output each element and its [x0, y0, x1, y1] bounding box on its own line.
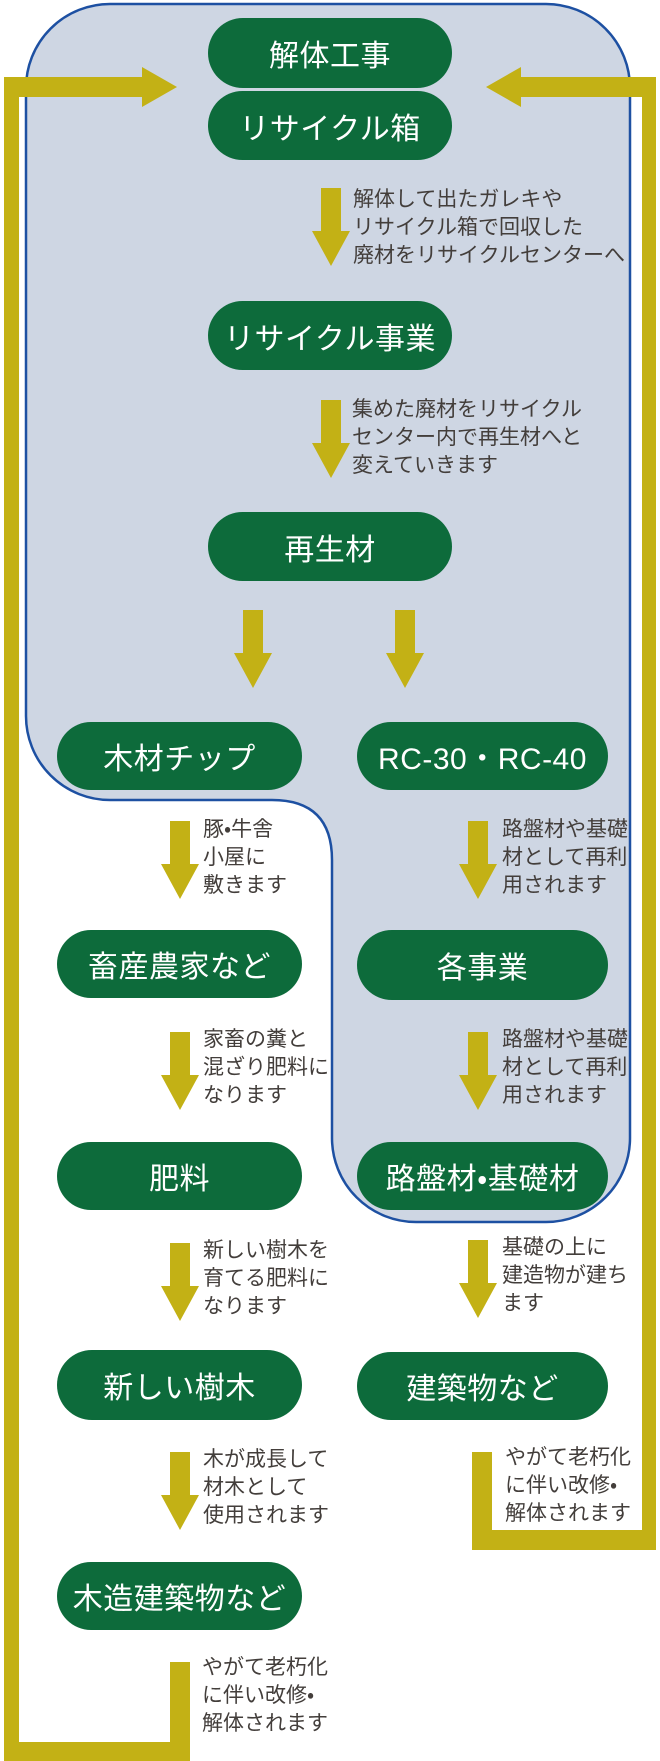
- edge-label-line: 建造物が建ち: [502, 1264, 628, 1287]
- edge-label-line: 材として再利: [502, 846, 628, 869]
- arrow-down-material-to-rc: [386, 610, 424, 688]
- edge-label-line: に伴い改修・: [505, 1474, 618, 1497]
- edge-label-to-recycled-material: 集めた廃材をリサイクル センター内で再生材へと 変えていきます: [352, 396, 582, 480]
- edge-label-to-roadbed-foundation: 路盤材や基礎 材として再利 用されます: [502, 1026, 628, 1110]
- edge-label-line: 基礎の上に: [502, 1236, 607, 1259]
- edge-label-line: やがて老朽化: [202, 1656, 328, 1679]
- edge-label-line: 用されます: [502, 1084, 607, 1107]
- edge-label-line: 小屋に: [203, 846, 266, 869]
- edge-label-line: 廃材をリサイクルセンターへ: [353, 244, 625, 267]
- arrow-down-woodchips-to-livestock: [161, 821, 199, 899]
- edge-label-line: センター内で再生材へと: [352, 426, 582, 449]
- node-roadbed-foundation: 路盤材・基礎材: [357, 1142, 608, 1210]
- edge-label-line: 新しい樹木を: [203, 1239, 329, 1262]
- edge-label-line: 木が成長して: [203, 1448, 329, 1471]
- edge-label-to-fertilizer: 家畜の糞と 混ざり肥料に なります: [203, 1026, 329, 1110]
- left-loop-stub: [170, 1662, 190, 1760]
- recycle-area-shape: [24, 2, 632, 1224]
- edge-label-to-recycle-business: 解体して出たガレキや リサイクル箱で回収した 廃材をリサイクルセンターへ: [353, 186, 625, 270]
- edge-label-line: 解体されます: [202, 1712, 328, 1735]
- right-loop-vertical: [642, 87, 656, 1550]
- node-recycle-business: リサイクル事業: [208, 301, 452, 370]
- right-loop-bottom: [472, 1530, 656, 1550]
- node-new-trees: 新しい樹木: [57, 1350, 302, 1420]
- edge-label-line: 変えていきます: [352, 454, 498, 477]
- node-demolition: 解体工事: [208, 18, 452, 88]
- arrow-down-rc-to-businesses: [459, 821, 497, 899]
- left-loop-bottom: [4, 1742, 190, 1761]
- edge-label-line: 使用されます: [203, 1504, 329, 1527]
- node-recycle-box: リサイクル箱: [208, 91, 452, 160]
- edge-label-to-various-businesses: 路盤材や基礎 材として再利 用されます: [502, 816, 628, 900]
- edge-label-line: 家畜の糞と: [203, 1028, 308, 1051]
- arrow-down-roadbed-to-buildings: [459, 1240, 497, 1318]
- edge-label-to-new-trees: 新しい樹木を 育てる肥料に なります: [203, 1237, 329, 1321]
- edge-label-to-buildings: 基礎の上に 建造物が建ち ます: [502, 1234, 628, 1318]
- edge-label-line: 豚・牛舎: [203, 818, 274, 841]
- edge-label-line: 敷きます: [203, 874, 287, 897]
- arrow-down-business-to-material: [312, 400, 350, 478]
- right-loop-stub: [472, 1452, 492, 1550]
- arrow-down-fertilizer-to-trees: [161, 1243, 199, 1321]
- edge-label-line: 混ざり肥料に: [203, 1056, 329, 1079]
- arrow-down-businesses-to-roadbed: [459, 1032, 497, 1110]
- edge-label-line: 解体して出たガレキや: [353, 188, 563, 211]
- edge-label-left-return-loop: やがて老朽化 に伴い改修・ 解体されます: [202, 1654, 328, 1738]
- edge-label-line: 用されます: [502, 874, 607, 897]
- edge-label-to-wooden-buildings: 木が成長して 材木として 使用されます: [203, 1446, 329, 1530]
- arrow-right-into-demolition: [486, 67, 656, 107]
- node-rc-30-rc-40: RC-30・RC-40: [357, 722, 608, 790]
- node-fertilizer: 肥料: [57, 1142, 302, 1210]
- edge-label-line: リサイクル箱で回収した: [353, 216, 583, 239]
- arrow-down-material-to-woodchips: [234, 610, 272, 688]
- edge-label-right-return-loop: やがて老朽化 に伴い改修・ 解体されます: [505, 1444, 631, 1528]
- edge-label-to-livestock-farms: 豚・牛舎 小屋に 敷きます: [203, 816, 287, 900]
- left-loop-vertical: [4, 87, 19, 1760]
- edge-label-line: に伴い改修・: [202, 1684, 315, 1707]
- edge-label-line: 材木として: [203, 1476, 308, 1499]
- arrow-left-into-demolition: [4, 67, 177, 107]
- edge-label-line: なります: [203, 1084, 287, 1107]
- arrow-down-trees-to-wooden: [161, 1452, 199, 1530]
- node-wooden-buildings: 木造建築物など: [57, 1562, 302, 1630]
- node-recycled-material: 再生材: [208, 512, 452, 581]
- node-wood-chips: 木材チップ: [57, 722, 302, 790]
- edge-label-line: 解体されます: [505, 1502, 631, 1525]
- edge-label-line: 育てる肥料に: [203, 1267, 329, 1290]
- node-buildings: 建築物など: [357, 1352, 608, 1420]
- edge-label-line: やがて老朽化: [505, 1446, 631, 1469]
- node-various-businesses: 各事業: [357, 930, 608, 1000]
- node-livestock-farms: 畜産農家など: [57, 930, 302, 998]
- edge-label-line: ます: [502, 1292, 544, 1315]
- edge-label-line: 集めた廃材をリサイクル: [352, 398, 582, 421]
- edge-label-line: 路盤材や基礎: [502, 818, 628, 841]
- edge-label-line: 材として再利: [502, 1056, 628, 1079]
- arrow-down-livestock-to-fertilizer: [161, 1032, 199, 1110]
- edge-label-line: 路盤材や基礎: [502, 1028, 628, 1051]
- edge-label-line: なります: [203, 1295, 287, 1318]
- arrow-down-recyclebox-to-business: [312, 188, 350, 266]
